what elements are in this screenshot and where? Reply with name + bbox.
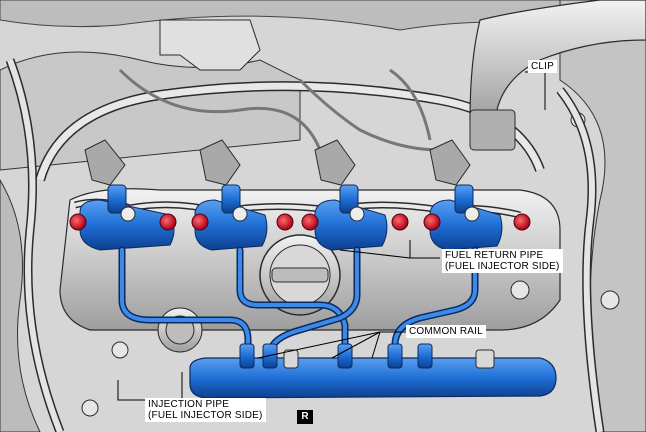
label-common-rail: COMMON RAIL bbox=[406, 325, 486, 338]
injector-bolts bbox=[120, 206, 480, 222]
common-rail bbox=[189, 343, 557, 399]
red-plugs bbox=[69, 213, 531, 231]
label-clip: CLIP bbox=[528, 60, 558, 73]
injection-pipes bbox=[118, 246, 479, 364]
view-badge-r: R bbox=[297, 410, 313, 424]
label-injection-pipe: INJECTION PIPE (FUEL INJECTOR SIDE) bbox=[145, 398, 266, 422]
injector-connectors bbox=[84, 139, 471, 186]
fuel-injectors bbox=[79, 184, 503, 251]
label-fuel-return-pipe: FUEL RETURN PIPE (FUEL INJECTOR SIDE) bbox=[442, 249, 563, 273]
